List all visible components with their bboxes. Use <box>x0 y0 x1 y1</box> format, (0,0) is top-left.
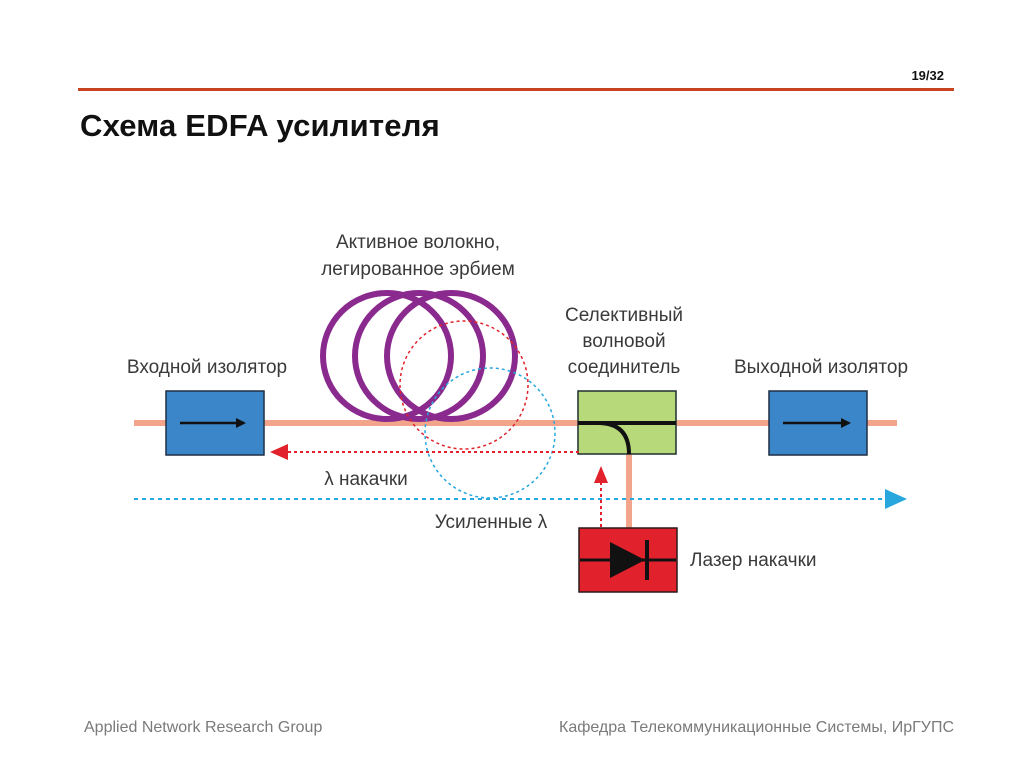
input-isolator-label: Входной изолятор <box>127 357 287 378</box>
pump-horizontal-arrow <box>270 444 579 460</box>
footer-left: Applied Network Research Group <box>84 719 323 736</box>
pump-vertical-arrow <box>594 466 608 527</box>
output-isolator-label: Выходной изолятор <box>734 357 908 378</box>
page-number: 19/32 <box>911 68 944 83</box>
signal-arrow <box>134 489 907 509</box>
page-title: Схема EDFA усилителя <box>80 108 440 143</box>
output-isolator <box>768 390 868 456</box>
input-isolator <box>165 390 265 456</box>
footer-right: Кафедра Телекоммуникационные Системы, Ир… <box>559 719 954 736</box>
diode-icon <box>610 542 645 578</box>
pump-laser <box>578 527 678 593</box>
wdm-label-line2: волновой <box>582 331 665 352</box>
active-fiber-label-line1: Активное волокно, <box>336 232 500 253</box>
wdm-label-line3: соединитель <box>568 357 681 378</box>
wdm-label-line1: Селективный <box>565 305 683 326</box>
active-fiber-label-line2: легированное эрбием <box>321 259 515 280</box>
title-divider <box>78 88 954 91</box>
wdm-coupler <box>577 390 677 455</box>
erbium-fiber-coil <box>320 290 518 422</box>
amplified-wavelength-label: Усиленные λ <box>435 512 548 533</box>
pump-dotted-circle <box>399 320 529 450</box>
pump-wavelength-label: λ накачки <box>324 469 408 490</box>
signal-dotted-circle <box>424 367 556 499</box>
pump-laser-label: Лазер накачки <box>690 550 817 571</box>
